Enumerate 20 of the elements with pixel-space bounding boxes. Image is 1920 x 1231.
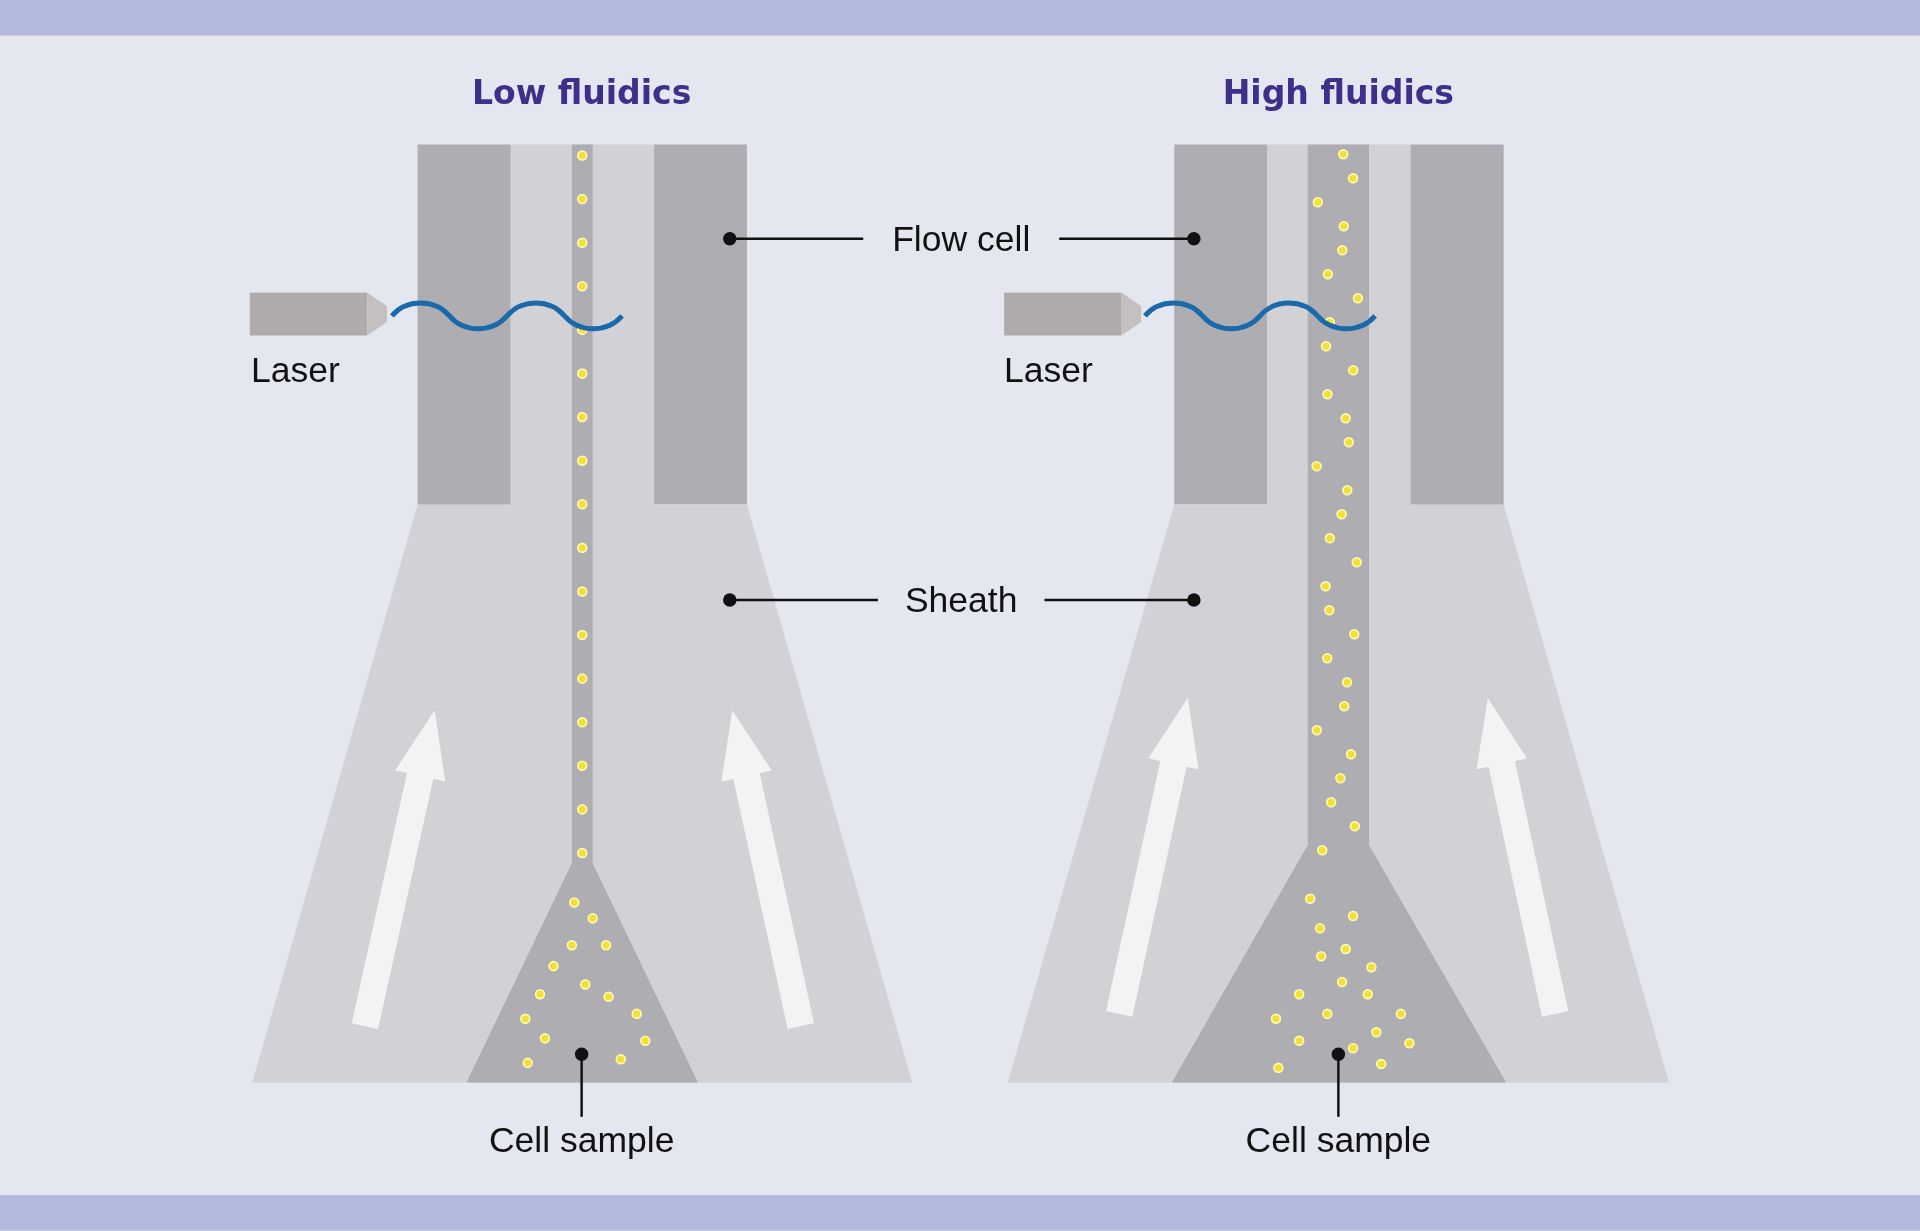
- part-label: Laser: [251, 350, 340, 391]
- panel-heading: Low fluidics: [471, 73, 692, 112]
- leader-line: [1331, 1047, 1346, 1117]
- part-label: Cell sample: [1228, 1116, 1449, 1164]
- laser-drawing: [249, 292, 387, 336]
- leader-line: [1059, 232, 1201, 246]
- sample-stream: [1171, 144, 1507, 1083]
- part-label: Laser: [1004, 350, 1093, 391]
- laser-drawing: [1004, 292, 1142, 336]
- part-label: Flow cell: [863, 216, 1060, 261]
- part-label: Sheath: [877, 577, 1045, 623]
- panel-heading: High fluidics: [1222, 73, 1455, 112]
- part-label: Cell sample: [471, 1116, 692, 1164]
- leader-line: [1044, 593, 1201, 607]
- sample-stream: [466, 144, 698, 1083]
- flow-cell-wall: [1174, 144, 1268, 505]
- leader-line: [723, 232, 864, 246]
- leader-line: [574, 1047, 589, 1117]
- flow-cell-wall: [653, 144, 747, 505]
- leader-line: [723, 593, 878, 607]
